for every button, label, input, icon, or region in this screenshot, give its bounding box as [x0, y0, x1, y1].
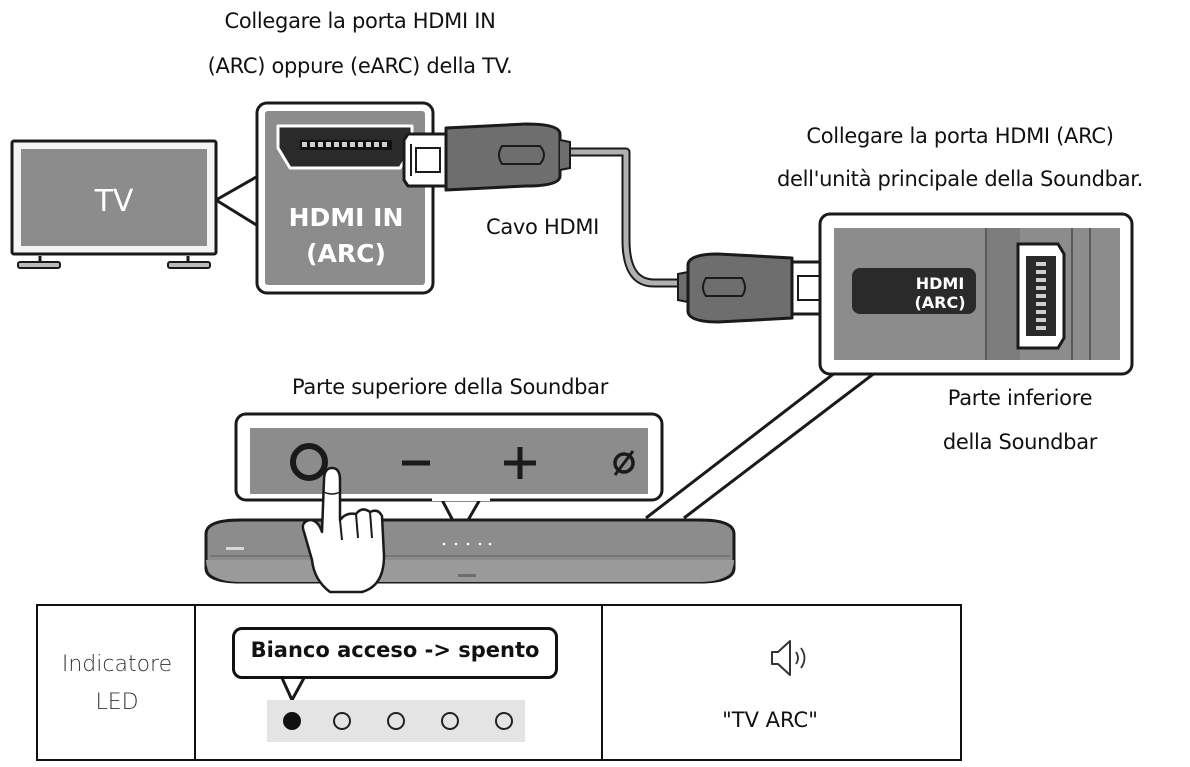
- soundbar-port-label-line1: HDMI: [916, 274, 965, 293]
- speaker-sound-icon: [771, 640, 806, 676]
- soundbar-port-caption-line1: Collegare la porta HDMI (ARC): [806, 124, 1114, 148]
- led-status-table: Indicatore LED: [36, 604, 962, 761]
- led-dot-off: [441, 712, 459, 730]
- cable-label: Cavo HDMI: [486, 215, 600, 239]
- led-dot-off: [495, 712, 513, 730]
- tv-hdmi-panel: HDMI IN (ARC): [214, 101, 435, 295]
- hdmi-cable: [402, 122, 836, 324]
- soundbar-top-panel: [234, 412, 664, 536]
- led-dot-off: [387, 712, 405, 730]
- soundbar-bottom-panel: HDMI (ARC): [645, 212, 1134, 520]
- tv-illustration: TV: [10, 139, 218, 269]
- led-strip: [267, 700, 525, 742]
- tv-port-label-line1: HDMI IN: [289, 203, 404, 232]
- led-row-label: Indicatore LED: [38, 646, 196, 722]
- led-row-label-line1: Indicatore: [61, 652, 173, 677]
- tv-port-caption-line2: (ARC) oppure (eARC) della TV.: [207, 54, 513, 78]
- soundbar-bottom-caption-line2: della Soundbar: [942, 430, 1098, 454]
- led-status-text: Bianco acceso -> spento: [250, 638, 540, 662]
- soundbar-top-caption: Parte superiore della Soundbar: [291, 375, 609, 399]
- voice-prompt-text: "TV ARC": [722, 708, 818, 732]
- soundbar-bottom-caption-line1: Parte inferiore: [947, 386, 1093, 410]
- hand-pressing-icon: [301, 466, 386, 594]
- soundbar-port-caption-line2: dell'unità principale della Soundbar.: [776, 167, 1144, 191]
- led-status-bubble: [232, 627, 558, 679]
- table-divider: [601, 606, 603, 759]
- tv-label: TV: [94, 184, 134, 219]
- mic-off-icon: [613, 450, 635, 476]
- soundbar-port-label-line2: (ARC): [914, 293, 965, 312]
- tv-port-label-line2: (ARC): [306, 239, 386, 268]
- led-dot-on: [283, 712, 301, 730]
- power-button-icon: [290, 443, 328, 481]
- hdmi-plug-tv-side: [402, 122, 571, 192]
- led-dot-off: [333, 712, 351, 730]
- tv-port-caption-line1: Collegare la porta HDMI IN: [224, 9, 496, 33]
- volume-up-icon: [504, 447, 536, 479]
- led-row-label-line2: LED: [95, 690, 139, 715]
- table-divider: [194, 606, 196, 759]
